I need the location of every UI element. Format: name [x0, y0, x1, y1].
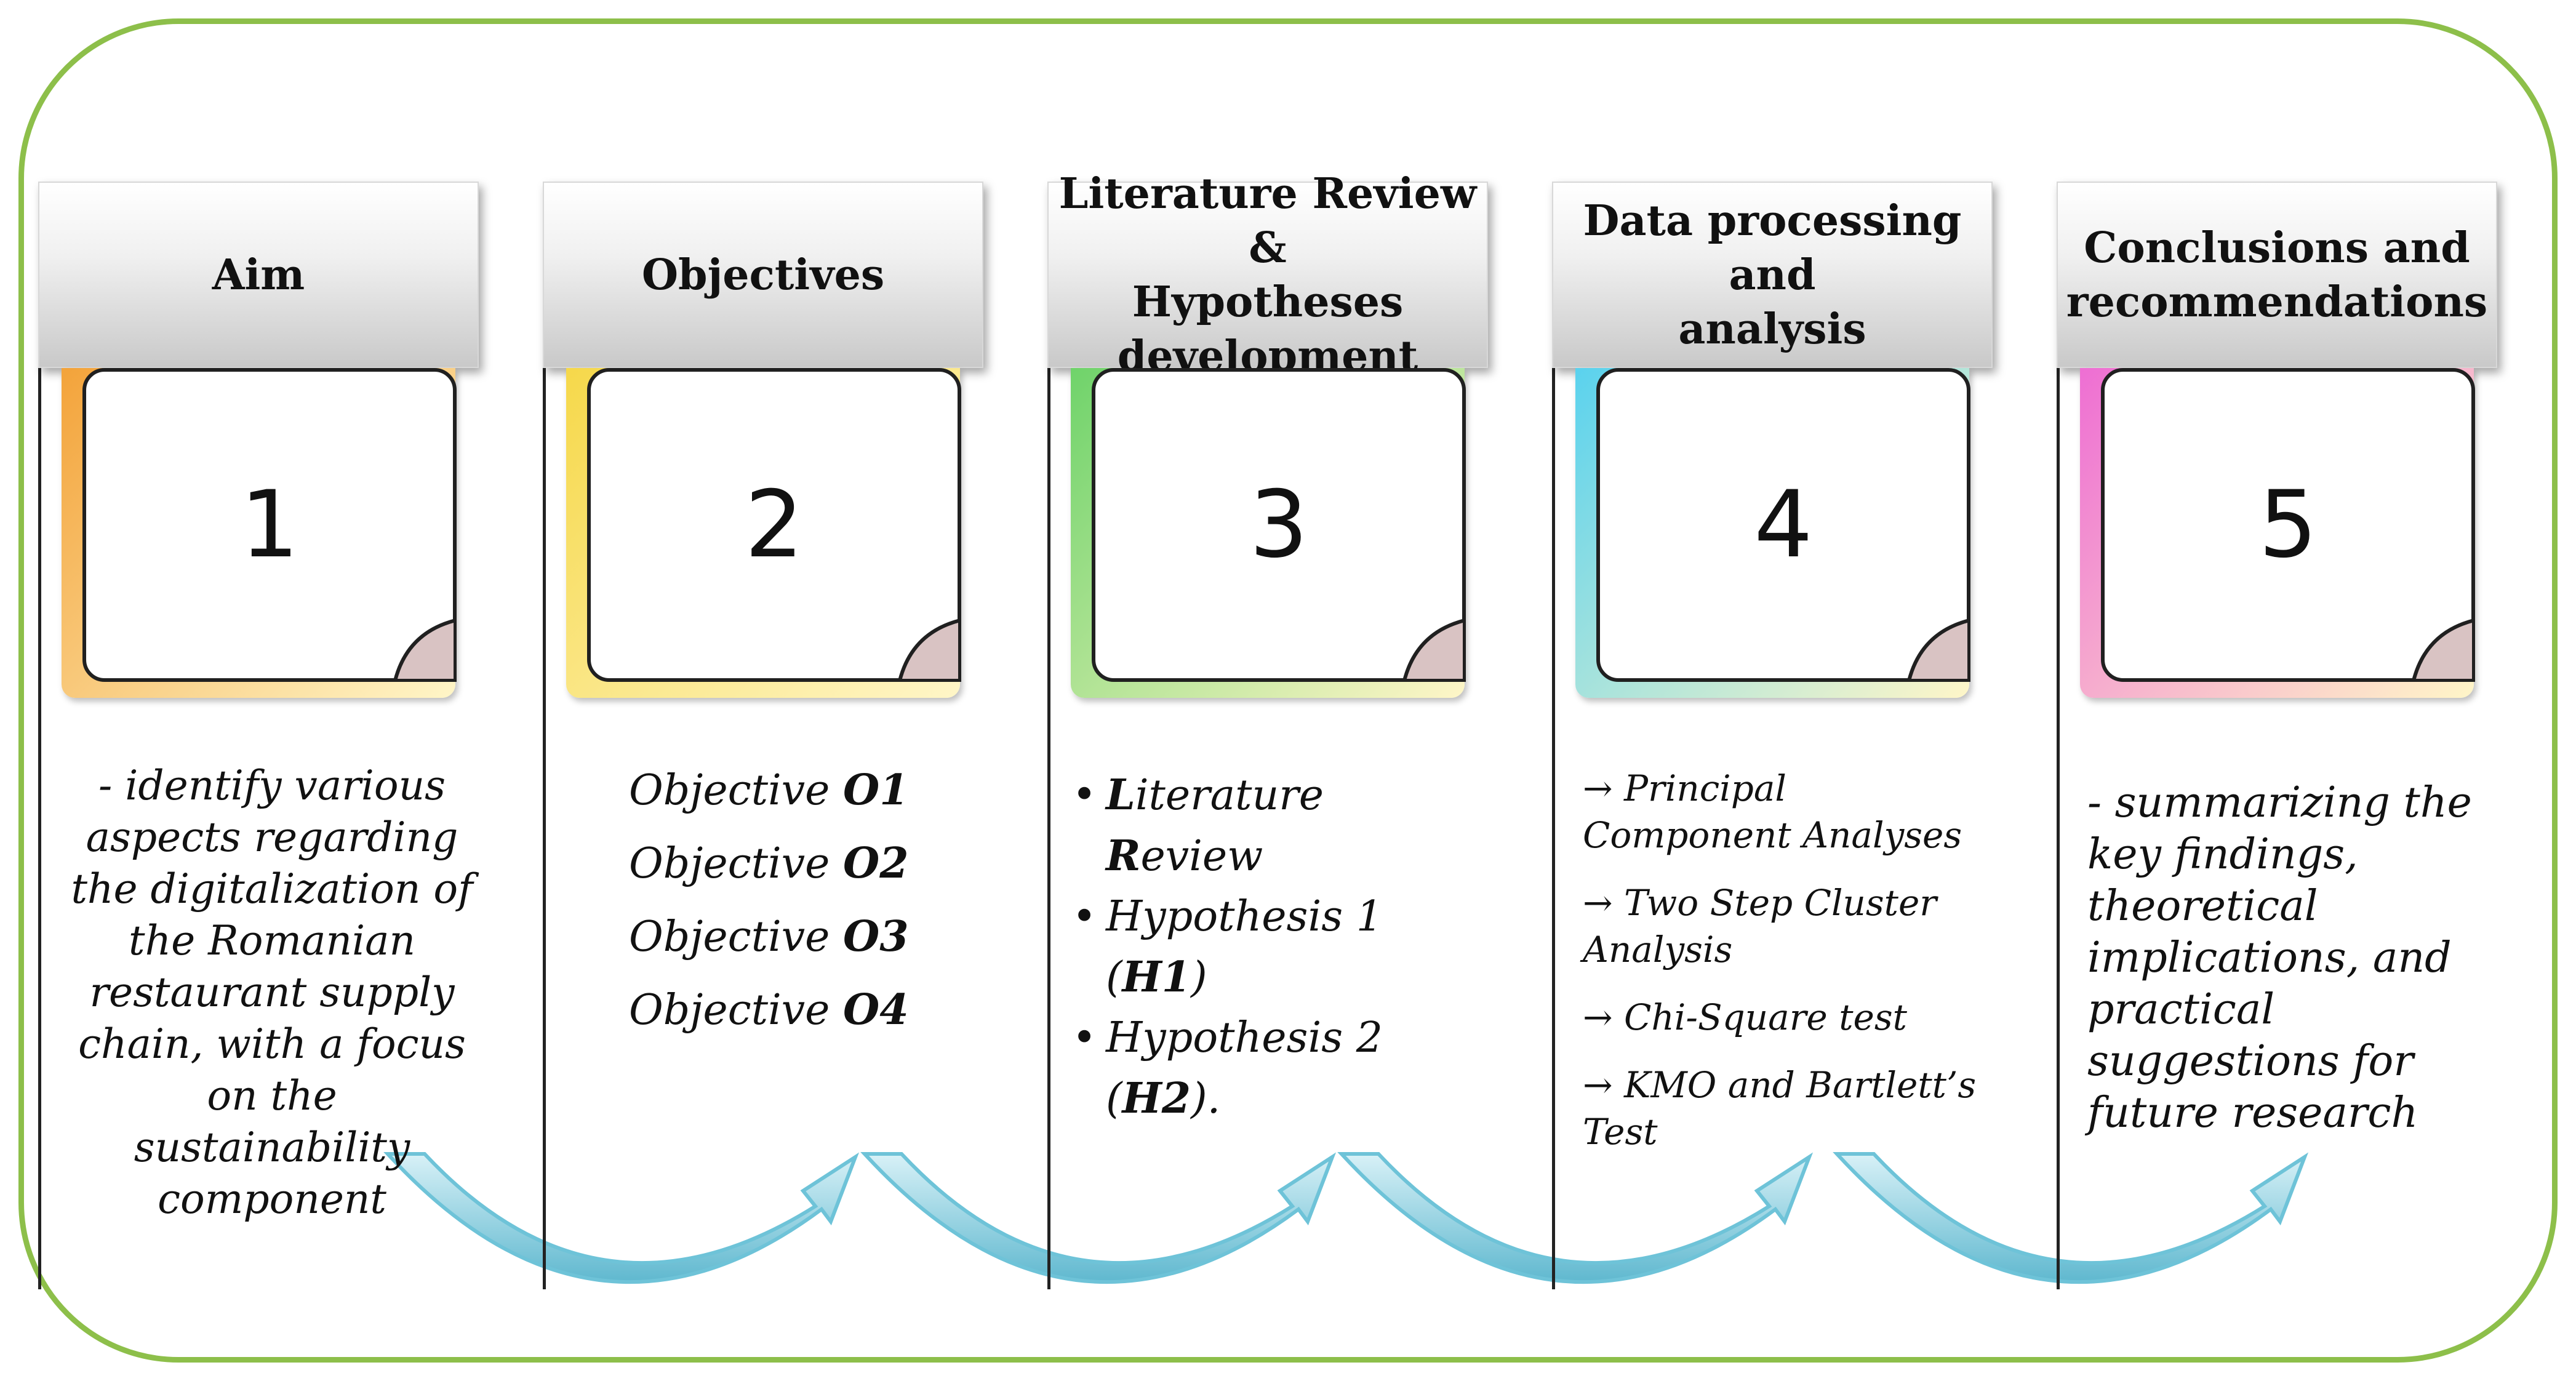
analysis-list: → Principal Component Analyses → Two Ste… — [1583, 765, 1977, 1155]
page-curl-icon — [1906, 618, 1970, 682]
objective-item: Objective O2 — [629, 839, 909, 888]
step-header-label: Aim — [212, 250, 305, 300]
step-number: 5 — [2258, 471, 2318, 578]
step-header: Aim — [38, 182, 479, 368]
step-header-label: Objectives — [641, 250, 885, 300]
step-column-literature: Literature Review & Hypotheses developme… — [1047, 169, 1488, 1289]
page-curl-icon — [897, 618, 961, 682]
objective-item: Objective O4 — [629, 985, 909, 1035]
objectives-list: Objective O1 Objective O2 Objective O3 O… — [629, 754, 974, 1047]
page-curl-icon — [2411, 618, 2475, 682]
step-header: Conclusions and recommendations — [2057, 182, 2497, 368]
flow-arrow — [1833, 1152, 2309, 1284]
analysis-item: → Chi-Square test — [1583, 996, 1907, 1038]
objective-item: Objective O3 — [629, 912, 909, 961]
step-number: 4 — [1754, 471, 1813, 578]
step-number-card: 3 — [1071, 368, 1466, 698]
step-number: 3 — [1249, 471, 1308, 578]
flow-arrow — [1337, 1152, 1814, 1284]
literature-item: •Hypothesis 2(H2). — [1072, 1014, 1383, 1123]
literature-list: •Literature Review •Hypothesis 1 (H1) •H… — [1072, 765, 1490, 1129]
column-divider — [1047, 354, 1050, 1289]
step-number-card: 1 — [62, 368, 457, 698]
step-number: 1 — [240, 471, 299, 578]
step-header: Objectives — [543, 182, 983, 368]
analysis-item: → KMO and Bartlett’s Test — [1583, 1064, 1977, 1153]
step-column-objectives: Objectives 2 Objective O1 Objective O2 O… — [543, 182, 983, 1289]
literature-item: •Hypothesis 1 (H1) — [1072, 892, 1383, 1002]
aim-description: - identify various aspects regarding the… — [71, 762, 473, 1223]
diagram-frame — [18, 18, 2558, 1363]
step-column-conclusions: Conclusions and recommendations 5 - summ… — [2057, 182, 2497, 1289]
column-divider — [38, 354, 41, 1289]
column-divider — [543, 354, 546, 1289]
literature-item: •Literature Review — [1072, 771, 1324, 881]
step-header-label: Literature Review & Hypotheses developme… — [1058, 169, 1477, 381]
analysis-item: → Principal Component Analyses — [1583, 767, 1962, 856]
step-header-label: Conclusions and recommendations — [2066, 223, 2488, 327]
column-divider — [1552, 354, 1555, 1289]
step-column-aim: Aim 1 - identify various aspects regardi… — [38, 182, 479, 1289]
page-curl-icon — [1402, 618, 1466, 682]
analysis-item: → Two Step Cluster Analysis — [1583, 882, 1937, 971]
step-number-card: 5 — [2080, 368, 2475, 698]
step-header: Data processing and analysis — [1552, 182, 1993, 368]
step-header-label: Data processing and analysis — [1583, 196, 1962, 354]
column-divider — [2057, 354, 2060, 1289]
step-number: 2 — [745, 471, 804, 578]
page-curl-icon — [393, 618, 457, 682]
step-number-card: 2 — [566, 368, 961, 698]
step-column-analysis: Data processing and analysis 4 → Princip… — [1552, 182, 1993, 1289]
step-header: Literature Review & Hypotheses developme… — [1047, 169, 1488, 381]
objective-item: Objective O1 — [629, 766, 909, 815]
conclusions-description: - summarizing the key findings, theoreti… — [2087, 779, 2472, 1137]
flow-arrow — [860, 1152, 1337, 1284]
step-number-card: 4 — [1575, 368, 1970, 698]
